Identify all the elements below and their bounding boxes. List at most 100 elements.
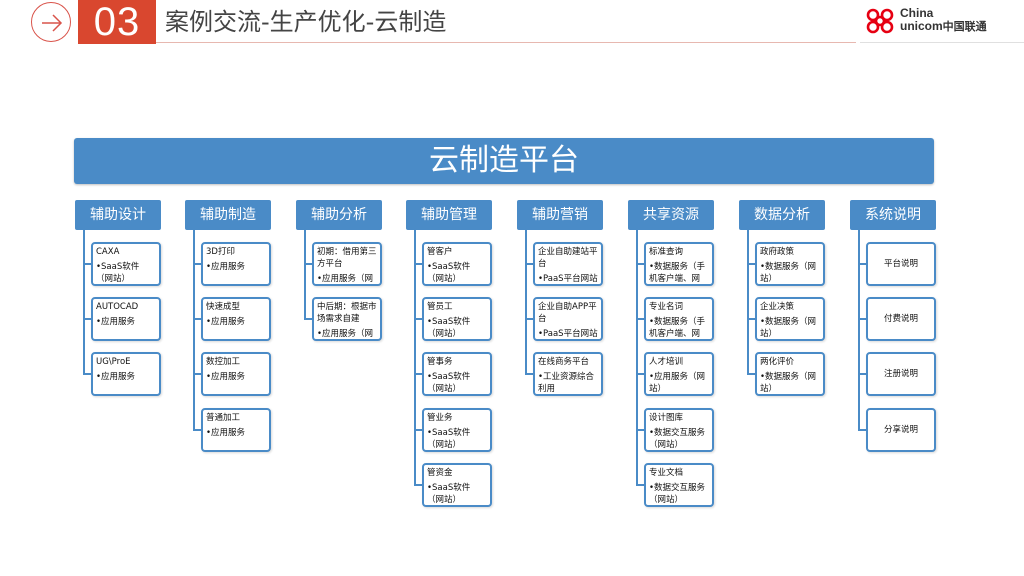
node-title: 在线商务平台 <box>538 357 590 367</box>
service-node: 普通加工 •应用服务 <box>201 408 271 452</box>
connector-trunk <box>83 230 85 375</box>
connector-trunk <box>414 230 416 486</box>
node-title: 专业文档 <box>649 468 684 478</box>
connector-branch <box>83 263 93 265</box>
connector-trunk <box>525 230 527 375</box>
service-node: 政府政策 •数据服务（网站） <box>755 242 825 286</box>
node-service: •应用服务 <box>206 372 246 382</box>
node-title: 快速成型 <box>206 302 241 312</box>
node-title: CAXA <box>96 247 120 257</box>
category-header: 辅助设计 <box>75 200 161 230</box>
service-node: 专业名词•数据服务（手机客户端、网站） <box>644 297 714 341</box>
service-node: 设计图库•数据交互服务（网站） <box>644 408 714 452</box>
service-node: 企业决策 •数据服务（网站） <box>755 297 825 341</box>
connector-branch <box>747 373 757 375</box>
service-node: 数控加工 •应用服务 <box>201 352 271 396</box>
connector-branch <box>414 373 424 375</box>
connector-branch <box>858 429 868 431</box>
arrow-right-icon <box>31 2 71 42</box>
connector-trunk <box>193 230 195 431</box>
node-title: 注册说明 <box>883 369 918 379</box>
node-title: 管员工 <box>427 302 453 312</box>
connector-branch <box>636 318 646 320</box>
node-service: •数据服务（网站） <box>760 262 817 284</box>
category-header: 系统说明 <box>850 200 936 230</box>
service-node: AUTOCAD •应用服务 <box>91 297 161 341</box>
node-title: 专业名词 <box>649 302 684 312</box>
connector-branch <box>83 318 93 320</box>
connector-branch <box>636 373 646 375</box>
connector-branch <box>193 373 203 375</box>
connector-trunk <box>858 230 860 431</box>
platform-banner: 云制造平台 <box>74 138 934 184</box>
service-node: 快速成型 •应用服务 <box>201 297 271 341</box>
category-header: 数据分析 <box>739 200 825 230</box>
category-header: 辅助营销 <box>517 200 603 230</box>
node-title: 标准查询 <box>649 247 684 257</box>
node-title: 管事务 <box>427 357 453 367</box>
connector-branch <box>636 263 646 265</box>
node-title: UG\ProE <box>96 357 131 367</box>
node-service: •数据服务（网站） <box>760 317 817 339</box>
category-header: 辅助分析 <box>296 200 382 230</box>
connector-branch <box>747 318 757 320</box>
connector-branch <box>414 263 424 265</box>
node-title: 普通加工 <box>206 413 241 423</box>
node-title: 人才培训 <box>649 357 684 367</box>
service-node: 管员工•SaaS软件（网站） <box>422 297 492 341</box>
service-node: 管业务 •SaaS软件（网站） <box>422 408 492 452</box>
node-service: •应用服务 <box>206 317 246 327</box>
connector-trunk <box>304 230 306 320</box>
connector-branch <box>858 318 868 320</box>
node-service: •应用服务 <box>206 428 246 438</box>
connector-branch <box>304 263 314 265</box>
connector-branch <box>193 318 203 320</box>
node-title: 分享说明 <box>883 425 918 435</box>
service-node: 平台说明 <box>866 242 936 286</box>
node-service: •应用服务（网站） <box>649 372 706 394</box>
node-service: •应用服务（网站） <box>317 274 374 284</box>
connector-trunk <box>747 230 749 375</box>
service-node: 分享说明 <box>866 408 936 452</box>
logo-underline <box>860 42 1024 43</box>
node-service: •SaaS软件（网站） <box>96 262 140 284</box>
connector-branch <box>858 263 868 265</box>
page-title: 案例交流-生产优化-云制造 <box>165 8 447 36</box>
node-title: 政府政策 <box>760 247 795 257</box>
node-title: 数控加工 <box>206 357 241 367</box>
node-title: 企业决策 <box>760 302 795 312</box>
service-node: 标准查询•数据服务（手机客户端、网站） <box>644 242 714 286</box>
connector-branch <box>193 429 203 431</box>
node-service: •数据交互服务（网站） <box>649 483 706 505</box>
category-header: 辅助制造 <box>185 200 271 230</box>
category-header: 共享资源 <box>628 200 714 230</box>
connector-branch <box>525 318 535 320</box>
logo-text-unicom: unicom中国联通 <box>900 19 987 34</box>
logo-text-china: China <box>900 6 934 20</box>
node-service: •SaaS软件（网站） <box>427 428 471 450</box>
connector-branch <box>193 263 203 265</box>
node-title: AUTOCAD <box>96 302 139 312</box>
node-service: •数据交互服务（网站） <box>649 428 706 450</box>
service-node: 中后期：根据市场需求自建•应用服务（网站） <box>312 297 382 341</box>
node-title: 企业自助APP平台 <box>538 302 597 324</box>
node-title: 管业务 <box>427 413 453 423</box>
node-service: •SaaS软件（网站） <box>427 372 471 394</box>
section-number: 03 <box>78 0 156 44</box>
connector-branch <box>636 429 646 431</box>
connector-trunk <box>636 230 638 486</box>
node-title: 平台说明 <box>883 259 918 269</box>
logo-text-cn: 中国联通 <box>942 20 987 33</box>
service-node: 3D打印•应用服务 <box>201 242 271 286</box>
connector-branch <box>525 263 535 265</box>
node-title: 3D打印 <box>206 247 235 257</box>
node-service: •应用服务 <box>96 317 136 327</box>
connector-branch <box>525 373 535 375</box>
node-title: 两化评价 <box>760 357 795 367</box>
node-service: •PaaS平台网站 <box>538 274 598 284</box>
connector-branch <box>414 484 424 486</box>
node-service: •PaaS平台网站 <box>538 329 598 339</box>
service-node: 两化评价•数据服务（网站） <box>755 352 825 396</box>
service-node: UG\ProE•应用服务 <box>91 352 161 396</box>
service-node: 付费说明 <box>866 297 936 341</box>
